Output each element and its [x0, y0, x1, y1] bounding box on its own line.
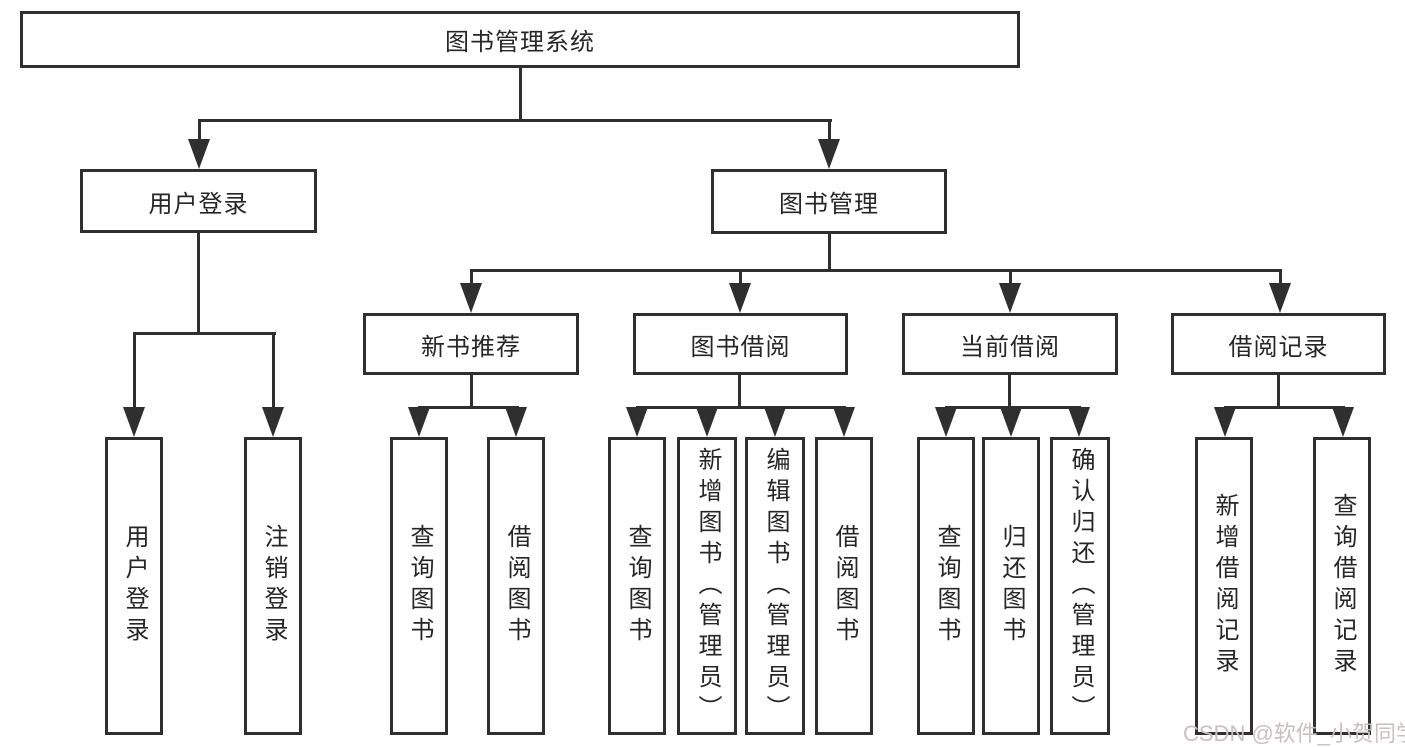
leaf-return-books-label: 归还图书	[998, 524, 1025, 648]
node-borrowing-records-label: 借阅记录	[1228, 333, 1329, 361]
node-book-borrowing: 图书借阅	[633, 313, 848, 375]
leaf-add-borrow-record-label: 新增借阅记录	[1211, 493, 1238, 679]
arrowhead-down-icon	[123, 407, 145, 437]
node-user-login-label: 用户登录	[148, 190, 249, 218]
arrowhead-down-icon	[833, 407, 855, 437]
connector-line	[828, 234, 831, 271]
arrowhead-down-icon	[460, 283, 482, 313]
connector-line	[198, 119, 832, 122]
connector-line	[272, 334, 275, 408]
leaf-query-books-borrowing: 查询图书	[608, 437, 666, 735]
leaf-query-books-current: 查询图书	[917, 437, 975, 735]
connector-line	[1008, 375, 1011, 409]
connector-line	[133, 332, 276, 335]
arrowhead-down-icon	[696, 407, 718, 437]
node-root: 图书管理系统	[20, 11, 1020, 68]
leaf-edit-books-admin-label: 编辑图书（管理员）	[762, 446, 789, 726]
connector-line	[470, 269, 1282, 272]
connector-line	[519, 68, 522, 120]
arrowhead-down-icon	[408, 407, 430, 437]
arrowhead-down-icon	[1068, 407, 1090, 437]
connector-line	[1009, 271, 1012, 285]
leaf-user-login-label: 用户登录	[121, 524, 148, 648]
leaf-query-books-borrowing-label: 查询图书	[624, 524, 651, 648]
arrowhead-down-icon	[1269, 283, 1291, 313]
leaf-confirm-return-admin-label: 确认归还（管理员）	[1067, 446, 1094, 726]
connector-line	[418, 406, 519, 409]
csdn-watermark: CSDN @软件_小贺同学	[1183, 721, 1405, 746]
arrowhead-down-icon	[1214, 407, 1236, 437]
arrowhead-down-icon	[818, 139, 840, 169]
connector-line	[1277, 375, 1280, 409]
leaf-borrow-books: 借阅图书	[815, 437, 873, 735]
leaf-add-books-admin-label: 新增图书（管理员）	[694, 446, 721, 726]
leaf-logout-label: 注销登录	[260, 524, 287, 648]
node-borrowing-records: 借阅记录	[1171, 313, 1386, 375]
arrowhead-down-icon	[1332, 407, 1354, 437]
connector-line	[1279, 271, 1282, 285]
leaf-user-login: 用户登录	[105, 437, 163, 735]
node-book-management: 图书管理	[711, 169, 947, 234]
leaf-borrow-books-label: 借阅图书	[831, 524, 858, 648]
connector-line	[738, 375, 741, 409]
connector-line	[470, 375, 473, 409]
arrowhead-down-icon	[935, 407, 957, 437]
connector-line	[739, 271, 742, 285]
leaf-query-books-current-label: 查询图书	[933, 524, 960, 648]
node-current-borrowing-label: 当前借阅	[960, 333, 1060, 361]
arrowhead-down-icon	[188, 139, 210, 169]
leaf-return-books: 归还图书	[982, 437, 1040, 735]
connector-line	[828, 121, 831, 141]
arrowhead-down-icon	[262, 407, 284, 437]
node-book-borrowing-label: 图书借阅	[690, 333, 791, 361]
leaf-query-borrow-record: 查询借阅记录	[1313, 437, 1371, 735]
connector-line	[197, 233, 200, 334]
connector-line	[198, 121, 201, 141]
connector-line	[636, 406, 846, 409]
arrowhead-down-icon	[505, 407, 527, 437]
node-new-book-recommend-label: 新书推荐	[421, 333, 521, 361]
connector-line	[1224, 406, 1345, 409]
leaf-query-books-recommend-label: 查询图书	[406, 524, 433, 648]
node-new-book-recommend: 新书推荐	[363, 313, 579, 375]
leaf-add-borrow-record: 新增借阅记录	[1195, 437, 1253, 735]
leaf-confirm-return-admin: 确认归还（管理员）	[1050, 437, 1110, 735]
leaf-query-borrow-record-label: 查询借阅记录	[1329, 493, 1356, 679]
arrowhead-down-icon	[999, 283, 1021, 313]
leaf-query-books-recommend: 查询图书	[390, 437, 448, 735]
connector-line	[470, 271, 473, 285]
node-book-management-label: 图书管理	[779, 191, 879, 218]
node-root-label: 图书管理系统	[445, 29, 595, 56]
leaf-edit-books-admin: 编辑图书（管理员）	[745, 437, 805, 735]
leaf-logout: 注销登录	[244, 437, 302, 735]
arrowhead-down-icon	[626, 407, 648, 437]
arrowhead-down-icon	[1000, 407, 1022, 437]
leaf-borrow-books-recommend: 借阅图书	[487, 437, 545, 735]
leaf-add-books-admin: 新增图书（管理员）	[677, 437, 737, 735]
node-current-borrowing: 当前借阅	[902, 313, 1118, 375]
connector-line	[133, 334, 136, 408]
arrowhead-down-icon	[764, 407, 786, 437]
leaf-borrow-books-recommend-label: 借阅图书	[503, 524, 530, 648]
node-user-login: 用户登录	[80, 169, 317, 233]
arrowhead-down-icon	[729, 283, 751, 313]
